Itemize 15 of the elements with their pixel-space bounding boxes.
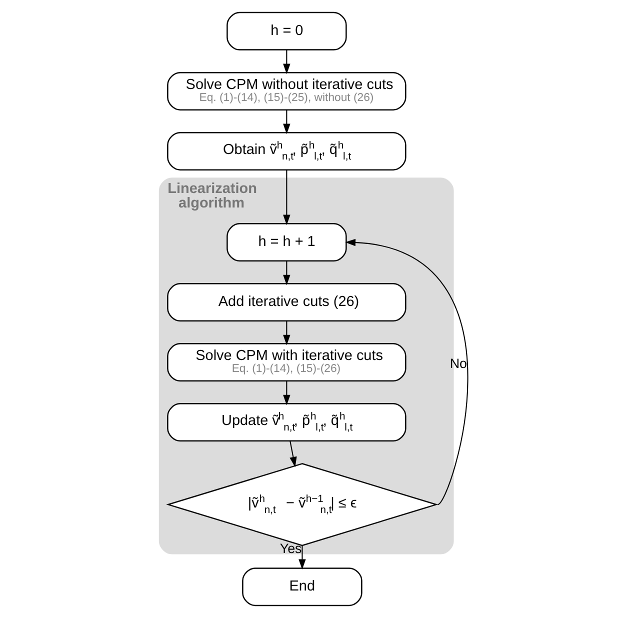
node-box: h = 0 [226,12,346,50]
node-box: End [242,568,362,606]
arrow [282,110,290,134]
arrow [282,261,290,286]
node-box: Solve CPM without iterative cuts Eq. (1)-(14), (15)-(25), without (26) [166,72,406,110]
arrow [344,238,468,505]
arrow [282,50,290,74]
arrow [282,321,290,346]
arrow [282,170,290,226]
arrow [289,441,296,468]
node-box: Add iterative cuts (26) [166,283,406,322]
arrow [282,381,290,406]
node-box: h = h + 1 [226,223,346,262]
node-box: Solve CPM with iterative cuts Eq. (1)-(14), (15)-(26) [166,343,406,382]
arrow [298,546,306,570]
